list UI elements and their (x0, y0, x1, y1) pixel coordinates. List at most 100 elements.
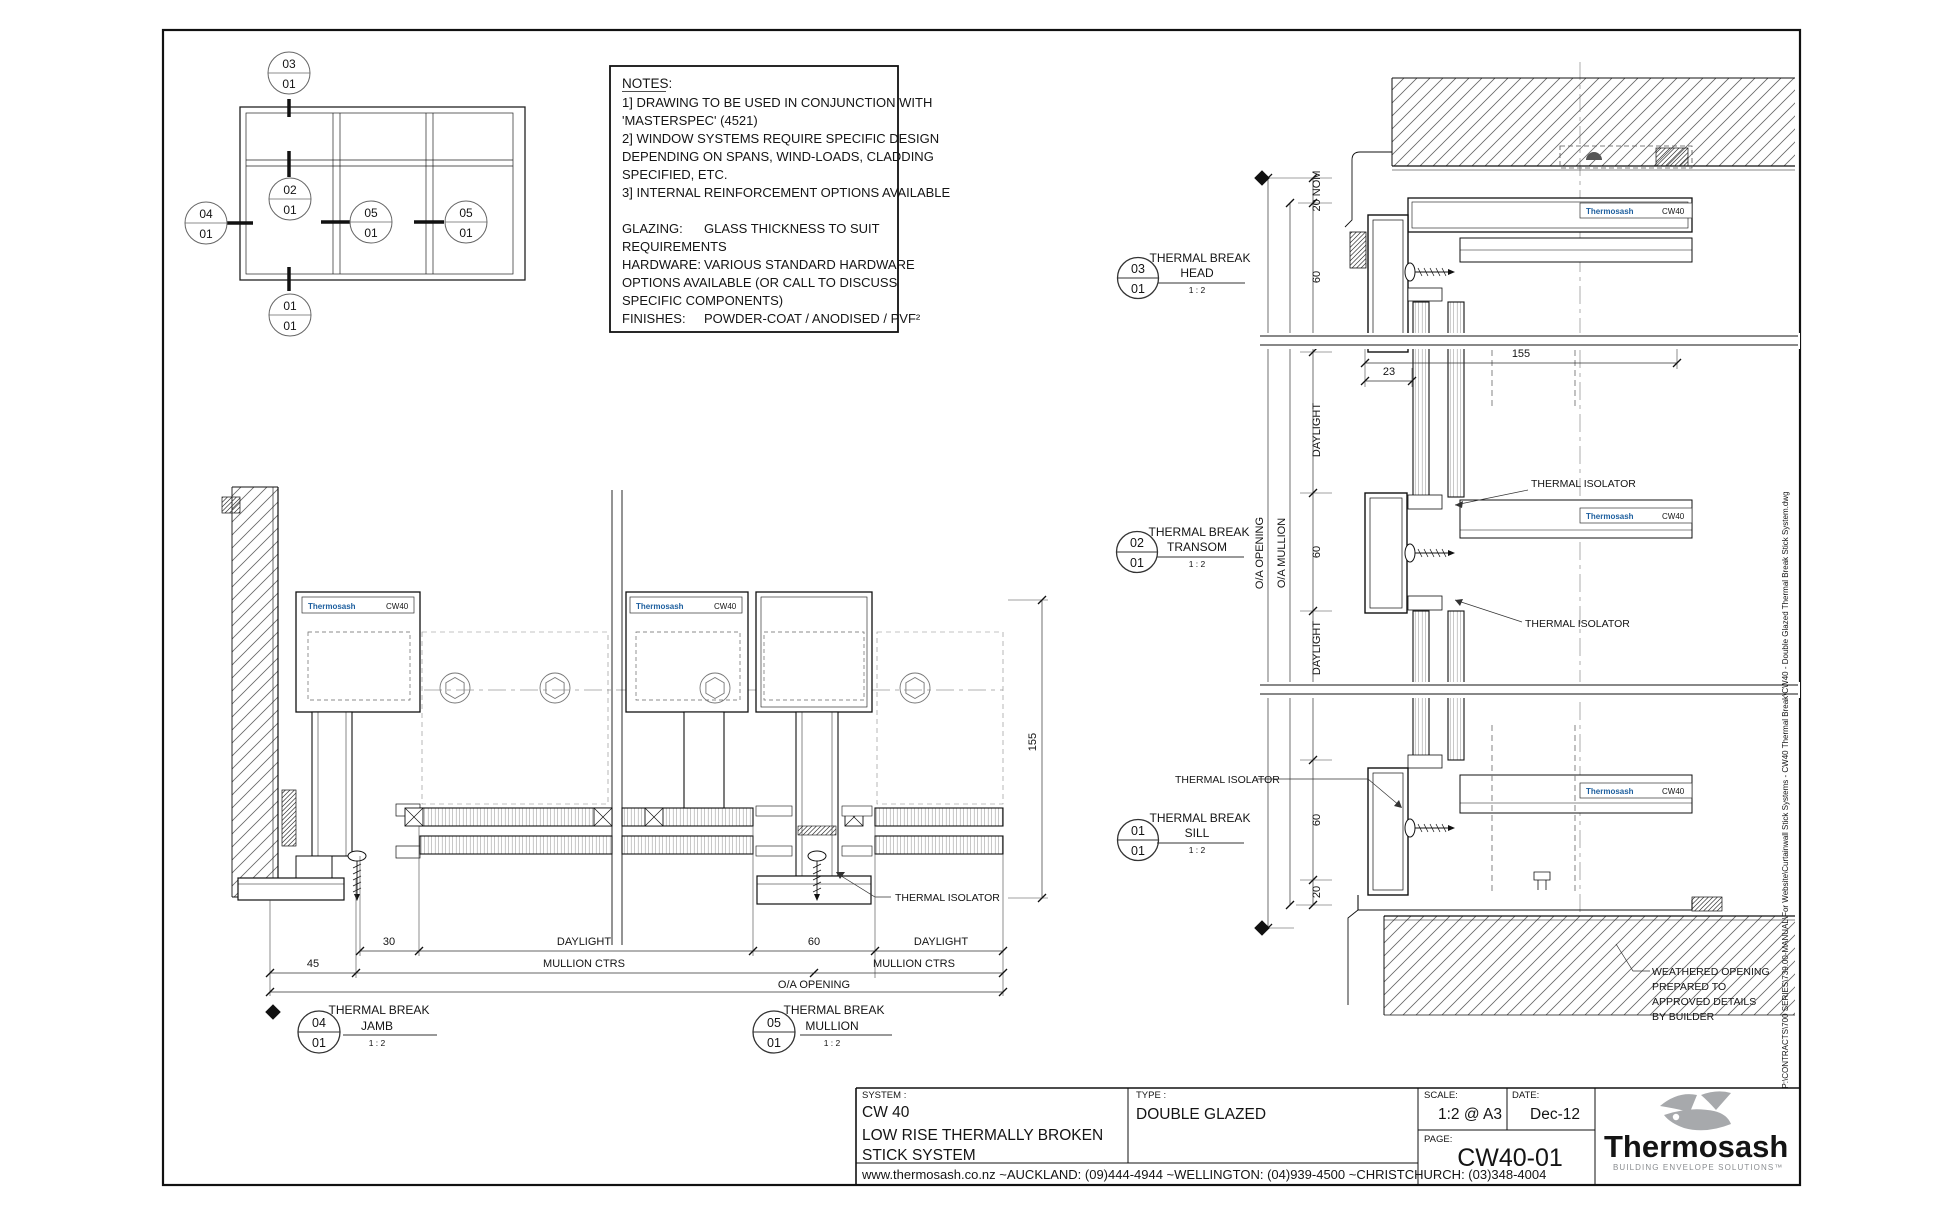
dim-23: 23 (1383, 366, 1395, 378)
head-fixing-block (1349, 231, 1367, 269)
callout-title2: JAMB (361, 1019, 393, 1033)
bubble-num: 05 (459, 206, 473, 220)
profile-brand-name: Thermosash (1586, 787, 1634, 796)
finishes-label: FINISHES: (622, 311, 686, 326)
glazing-value: GLASS THICKNESS TO SUIT (704, 221, 880, 236)
notes-line: SPECIFIED, ETC. (622, 167, 727, 182)
callout-title: THERMAL BREAK (1149, 525, 1250, 539)
callout-num: 04 (312, 1016, 326, 1030)
callout-num: 01 (1131, 824, 1145, 838)
plan-double-glazing (419, 807, 1004, 855)
bubble-num: 05 (364, 206, 378, 220)
sill-slab-hatch (1383, 915, 1795, 1016)
profile-brand-name: Thermosash (1586, 512, 1634, 521)
thermal-isolator-text: THERMAL ISOLATOR (895, 892, 1000, 904)
callout-sheet: 01 (312, 1036, 326, 1050)
notes-line: DEPENDING ON SPANS, WIND-LOADS, CLADDING (622, 149, 934, 164)
double-glazing (1412, 301, 1465, 761)
head-gasket (1586, 152, 1602, 160)
plan-section: Thermosash CW40 (221, 486, 1048, 1054)
callout-title: THERMAL BREAK (784, 1003, 885, 1017)
profile-brand-code: CW40 (1662, 512, 1685, 521)
elevation-callout-jamb: 04 01 (184, 201, 228, 245)
callout-title2: SILL (1185, 826, 1210, 840)
notes-box: NOTES: 1] DRAWING TO BE USED IN CONJUNCT… (609, 65, 951, 333)
callout-sheet: 01 (1131, 282, 1145, 296)
profile-brand-code: CW40 (1662, 787, 1685, 796)
profile-brand-name: Thermosash (1586, 207, 1634, 216)
sill-bolt (1533, 871, 1551, 890)
hardware-cont: SPECIFIC COMPONENTS) (622, 293, 783, 308)
thermal-isolator-label-transom-bottom: THERMAL ISOLATOR (1454, 599, 1630, 630)
dim-daylight-left: DAYLIGHT (557, 936, 611, 948)
bubble-sheet: 01 (199, 227, 213, 241)
profile-brand-code: CW40 (714, 602, 737, 611)
date-label: DATE: (1512, 1090, 1539, 1101)
dim-20: 20 (1311, 886, 1323, 898)
dim-30: 30 (383, 936, 395, 948)
dim-daylight-upper: DAYLIGHT (1311, 403, 1323, 457)
weathered-line: PREPARED TO (1652, 981, 1726, 993)
notes-heading: NOTES: (622, 76, 672, 91)
break-lines (1260, 333, 1800, 698)
bubble-num: 03 (282, 57, 296, 71)
type-label: TYPE : (1136, 1090, 1166, 1101)
jamb-detail-drawing: Thermosash CW40 (237, 591, 421, 902)
notes-line: 2] WINDOW SYSTEMS REQUIRE SPECIFIC DESIG… (622, 131, 939, 146)
finishes-value: POWDER-COAT / ANODISED / PVF² (704, 311, 921, 326)
callout-sheet: 01 (1130, 556, 1144, 570)
section-annotations: 03 01 THERMAL BREAK HEAD 1 : 2 02 01 THE… (1115, 251, 1770, 1023)
callout-scale: 1 : 2 (824, 1038, 841, 1048)
glazing-cont: REQUIREMENTS (622, 239, 727, 254)
system-label: SYSTEM : (862, 1090, 906, 1101)
callout-title2: HEAD (1180, 266, 1214, 280)
hardware-cont: OPTIONS AVAILABLE (OR CALL TO DISCUSS (622, 275, 898, 290)
system-value-1: CW 40 (862, 1104, 910, 1121)
dim-mullion-ctrs-right: MULLION CTRS (873, 958, 955, 970)
title-block: SYSTEM : CW 40 LOW RISE THERMALLY BROKEN… (855, 1087, 1800, 1185)
callout-title2: MULLION (805, 1019, 858, 1033)
callout-scale: 1 : 2 (1189, 559, 1206, 569)
profile-brand-code: CW40 (386, 602, 409, 611)
hardware-value: VARIOUS STANDARD HARDWARE (704, 257, 915, 272)
callout-scale: 1 : 2 (1189, 845, 1206, 855)
thermal-isolator-text: THERMAL ISOLATOR (1531, 478, 1636, 490)
dim-155: 155 (1512, 348, 1530, 360)
callout-sheet: 01 (1131, 844, 1145, 858)
profile-brand-name: Thermosash (636, 602, 684, 611)
dim-60: 60 (808, 936, 820, 948)
file-path-text: P:\CONTRACTS\700 SERIES\739.00-MANUAL\Fo… (1781, 491, 1790, 1088)
jamb-wall-hatch (221, 486, 279, 898)
weathered-line: BY BUILDER (1652, 1011, 1715, 1023)
mullion-unit-drawing: Thermosash CW40 (625, 591, 749, 809)
thermal-isolator-label-sill: THERMAL ISOLATOR (1175, 774, 1402, 808)
profile-brand-name: Thermosash (308, 602, 356, 611)
type-value: DOUBLE GLAZED (1136, 1106, 1266, 1123)
sill-seal (1691, 896, 1723, 912)
dim-oa-mullion: O/A MULLION (1276, 518, 1288, 588)
bubble-sheet: 01 (459, 226, 473, 240)
dim-daylight-right: DAYLIGHT (914, 936, 968, 948)
dim-20nom: 20 NOM (1311, 171, 1323, 212)
bubble-sheet: 01 (283, 203, 297, 217)
scale-label: SCALE: (1424, 1090, 1458, 1101)
head-slab-hatch (1391, 77, 1795, 171)
transom-detail-drawing: Thermosash CW40 (1364, 492, 1693, 614)
callout-title: THERMAL BREAK (1150, 811, 1251, 825)
callout-title2: TRANSOM (1167, 540, 1227, 554)
dim-60-sill: 60 (1311, 814, 1323, 826)
dim-60-head: 60 (1311, 271, 1323, 283)
head-detail-drawing: Thermosash CW40 (1367, 197, 1693, 353)
system-value-3: STICK SYSTEM (862, 1147, 976, 1164)
bubble-sheet: 01 (283, 319, 297, 333)
hardware-label: HARDWARE: (622, 257, 701, 272)
system-value-2: LOW RISE THERMALLY BROKEN (862, 1127, 1103, 1144)
dim-mullion-ctrs-left: MULLION CTRS (543, 958, 625, 970)
callout-title: THERMAL BREAK (329, 1003, 430, 1017)
thermal-isolator-text: THERMAL ISOLATOR (1175, 774, 1280, 786)
vertical-section: Thermosash CW40 Thermosash CW40 (1254, 62, 1795, 1016)
head-packer (1655, 147, 1689, 167)
bubble-num: 02 (283, 183, 297, 197)
